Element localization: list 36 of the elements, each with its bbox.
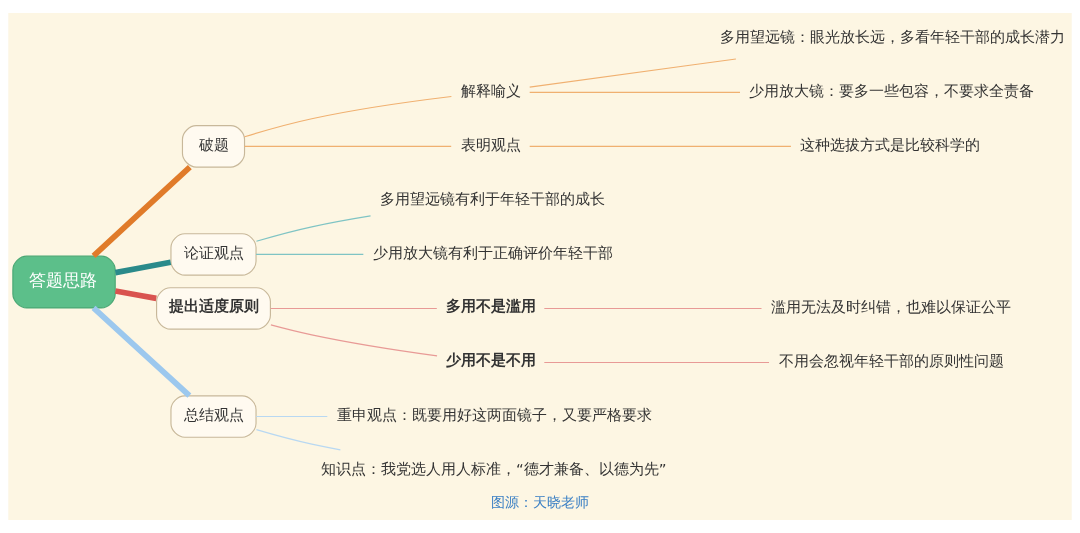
connector (529, 58, 737, 88)
node-text: 这种选拔方式是比较科学的 (800, 136, 981, 155)
connector (91, 305, 192, 398)
node-text: 重申观点：既要用好这两面镜子，又要严格要求 (336, 406, 652, 425)
connector (114, 288, 157, 302)
node-box: 答题思路 (12, 255, 116, 309)
node-text: 少用不是不用 (446, 351, 537, 370)
node-text: 多用望远镜有利于年轻干部的成长 (380, 190, 606, 209)
node-text: 解释喻义 (460, 82, 521, 101)
connector (244, 145, 452, 147)
node-text: 少用放大镜：要多一些包容，不要求全责备 (749, 82, 1035, 101)
connector (244, 95, 452, 138)
connector (255, 215, 372, 242)
connector (529, 145, 792, 147)
connector (543, 307, 763, 310)
node-text: 不用会忽视年轻干部的原则性问题 (778, 352, 1004, 371)
connector (255, 253, 364, 255)
connector (114, 259, 172, 276)
connector (270, 307, 438, 310)
node-text: 多用望远镜：眼光放长远，多看年轻干部的成长潜力 (719, 28, 1065, 47)
node-text: 表明观点 (460, 136, 521, 155)
connector (543, 361, 770, 364)
node-box: 提出适度原则 (156, 287, 271, 330)
connector (270, 324, 438, 357)
node-text: 滥用无法及时纠错，也难以保证公平 (771, 298, 1012, 317)
connector (529, 91, 741, 93)
connector (255, 429, 341, 451)
node-text: 少用放大镜有利于正确评价年轻干部 (372, 244, 613, 263)
node-box: 论证观点 (170, 233, 257, 276)
caption: 图源：天晓老师 (491, 493, 589, 510)
connector (91, 165, 192, 258)
node-box: 总结观点 (170, 395, 257, 438)
node-text: 多用不是滥用 (446, 297, 537, 316)
node-box: 破题 (181, 125, 246, 168)
connector (255, 415, 328, 418)
node-text: 知识点：我党选人用人标准，“德才兼备、以德为先” (320, 460, 667, 479)
